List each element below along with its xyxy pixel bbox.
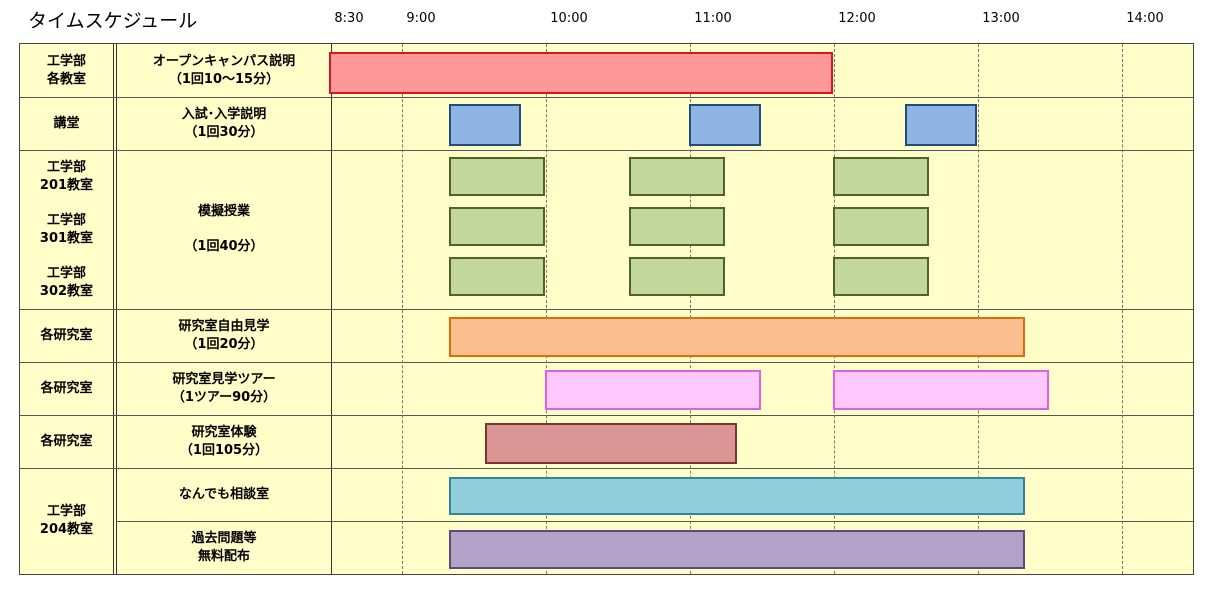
time-guide-1100 <box>690 44 691 574</box>
time-label-1100: 11:00 <box>694 11 732 26</box>
room-label: 工学部 各教室 <box>46 53 86 87</box>
admission-briefing-session-bar <box>689 104 761 146</box>
mock-lecture-session-bar <box>833 257 929 296</box>
mock-lecture-session-bar <box>833 207 929 246</box>
time-guide-1000 <box>546 44 547 574</box>
mock-lecture-session-bar <box>629 207 725 246</box>
row-divider <box>116 521 1193 522</box>
lab-free-tour-session-bar <box>449 317 1025 357</box>
room-label: 工学部 204教室 <box>39 504 94 537</box>
time-label-1300: 13:00 <box>982 11 1020 26</box>
time-guide-1200 <box>834 44 835 574</box>
time-label-1400: 14:00 <box>1126 11 1164 26</box>
event-label: 入試･入学説明 （1回30分） <box>181 106 267 140</box>
time-guide-1300 <box>978 44 979 574</box>
time-label-1000: 10:00 <box>550 11 588 26</box>
open-campus-session-bar <box>329 52 833 94</box>
mock-lecture-session-bar <box>449 207 545 246</box>
past-exam-handout-session-bar <box>449 530 1025 569</box>
event-label: 過去問題等 無料配布 <box>191 530 257 564</box>
row-divider <box>20 468 1193 469</box>
admission-briefing-session-bar <box>905 104 977 146</box>
mock-lecture-session-bar <box>449 257 545 296</box>
room-label: 各研究室 <box>40 327 93 343</box>
time-label-0830: 8:30 <box>334 11 364 26</box>
lab-guided-tour-session-bar <box>545 370 761 410</box>
mock-lecture-session-bar <box>629 257 725 296</box>
admission-briefing-session-bar <box>449 104 521 146</box>
consultation-session-bar <box>449 477 1025 515</box>
room-label: 講堂 <box>53 115 80 131</box>
room-label: 工学部 201教室 <box>39 159 94 193</box>
room-label: 工学部 301教室 <box>39 212 94 246</box>
event-label: 研究室自由見学 （1回20分） <box>178 318 270 352</box>
event-label: オープンキャンパス説明 （1回10～15分） <box>152 53 296 87</box>
time-guide-0900 <box>402 44 403 574</box>
row-divider <box>20 362 1193 363</box>
room-label: 各研究室 <box>40 433 93 449</box>
event-label: なんでも相談室 <box>178 486 270 502</box>
room-label: 各研究室 <box>40 380 93 396</box>
row-divider <box>20 415 1193 416</box>
mock-lecture-session-bar <box>449 157 545 196</box>
page-title: タイムスケジュール <box>28 10 198 32</box>
event-label: 研究室見学ツアー （1ツアー90分） <box>171 371 277 405</box>
row-divider <box>20 97 1193 98</box>
event-label: 研究室体験 （1回105分） <box>179 424 269 458</box>
lab-experience-session-bar <box>485 423 737 464</box>
lab-guided-tour-session-bar <box>833 370 1049 410</box>
room-label: 工学部 302教室 <box>39 265 94 299</box>
row-divider <box>20 150 1193 151</box>
mock-lecture-session-bar <box>629 157 725 196</box>
mock-lecture-session-bar <box>833 157 929 196</box>
time-label-0900: 9:00 <box>406 11 436 26</box>
time-label-1200: 12:00 <box>838 11 876 26</box>
row-divider <box>20 309 1193 310</box>
event-label: 模擬授業 （1回40分） <box>184 203 264 255</box>
time-guide-1400 <box>1122 44 1123 574</box>
